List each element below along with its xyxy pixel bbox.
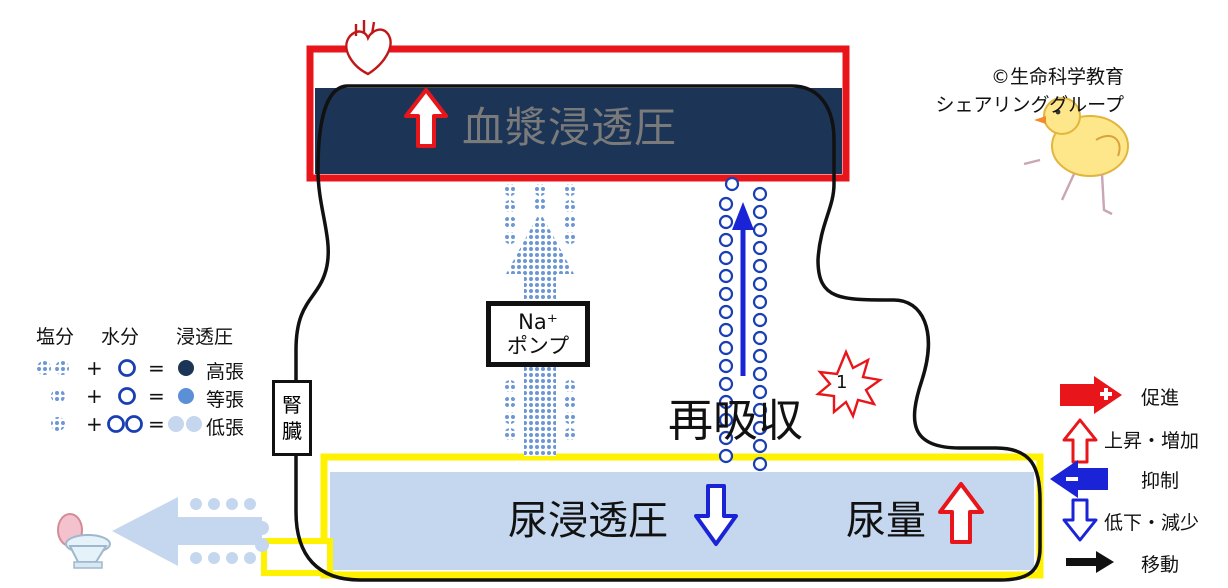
water-reabsorption-arrowhead [732, 202, 754, 230]
reabsorption-label: 再吸収 [668, 394, 804, 447]
legend-head-osmotic: 浸透圧 [176, 326, 234, 348]
copyright-line-1: ©生命科学教育 [990, 66, 1124, 88]
rise-arrow-icon [1062, 418, 1098, 464]
legend-osm-high [178, 360, 194, 376]
urine-osmolality-label: 尿浸透圧 [508, 498, 668, 544]
na-pump-box: Na⁺ ポンプ [486, 301, 590, 367]
na-pump-line-2: ポンプ [506, 334, 570, 358]
chick-icon [1023, 97, 1129, 216]
water-column [718, 176, 768, 472]
legend-salt-low [51, 417, 65, 431]
legend-high: 高張 [206, 361, 245, 383]
legend-water-low-2 [125, 415, 143, 433]
promote-arrow-icon [1060, 376, 1122, 414]
badge-burst-icon [815, 348, 884, 420]
legend-rise: 上昇・増加 [1104, 430, 1200, 452]
legend-eq-2: = [148, 384, 165, 408]
outflow-arrow [112, 497, 262, 566]
legend-water-iso [118, 387, 136, 405]
urine-volume-label: 尿量 [846, 498, 926, 544]
legend-osm-iso [178, 388, 194, 404]
copyright-line-2: シェアリンググループ [935, 94, 1124, 116]
urine-band [330, 472, 1034, 570]
legend-plus-1: + [86, 356, 103, 380]
toilet-icon [57, 513, 111, 569]
legend-promote: 促進 [1141, 387, 1180, 409]
legend-head-salt: 塩分 [36, 326, 75, 348]
kidney-outline [294, 84, 1042, 582]
fall-arrow-icon [1062, 498, 1098, 542]
kidney-char-1: 腎 [282, 393, 302, 417]
legend-salt-high [37, 361, 69, 375]
badge-number: 1 [836, 372, 848, 393]
legend-osm-low-2 [186, 416, 202, 432]
legend-move: 移動 [1141, 554, 1180, 576]
heart-icon [345, 20, 392, 76]
move-arrow-icon [1066, 551, 1114, 573]
plasma-osmolality-label: 血漿浸透圧 [462, 103, 678, 152]
legend-head-water: 水分 [101, 326, 140, 348]
plasma-band [315, 88, 842, 174]
legend-fall: 低下・減少 [1104, 512, 1200, 534]
inhibit-arrow-icon [1050, 460, 1108, 498]
legend-osm-low-1 [168, 416, 184, 432]
legend-eq-3: = [148, 412, 165, 436]
urine-volume-up-arrow-icon [938, 482, 984, 544]
na-pump-line-1: Na⁺ [518, 310, 558, 334]
plasma-up-arrow-icon [404, 88, 448, 148]
kidney-label-box: 腎 臓 [272, 380, 312, 456]
legend-low: 低張 [206, 417, 245, 439]
legend-plus-2: + [86, 384, 103, 408]
copyright-text: ©生命科学教育 シェアリンググループ [936, 63, 1124, 119]
urine-osm-down-arrow-icon [694, 484, 738, 546]
legend-water-low-1 [107, 415, 125, 433]
salt-column-left [504, 184, 576, 440]
legend-eq-1: = [148, 356, 165, 380]
kidney-char-2: 臓 [282, 419, 302, 443]
legend-water-high [118, 359, 136, 377]
legend-plus-3: + [86, 412, 103, 436]
legend-salt-iso [51, 389, 65, 403]
legend-inhibit: 抑制 [1141, 470, 1180, 492]
legend-iso: 等張 [206, 389, 245, 411]
